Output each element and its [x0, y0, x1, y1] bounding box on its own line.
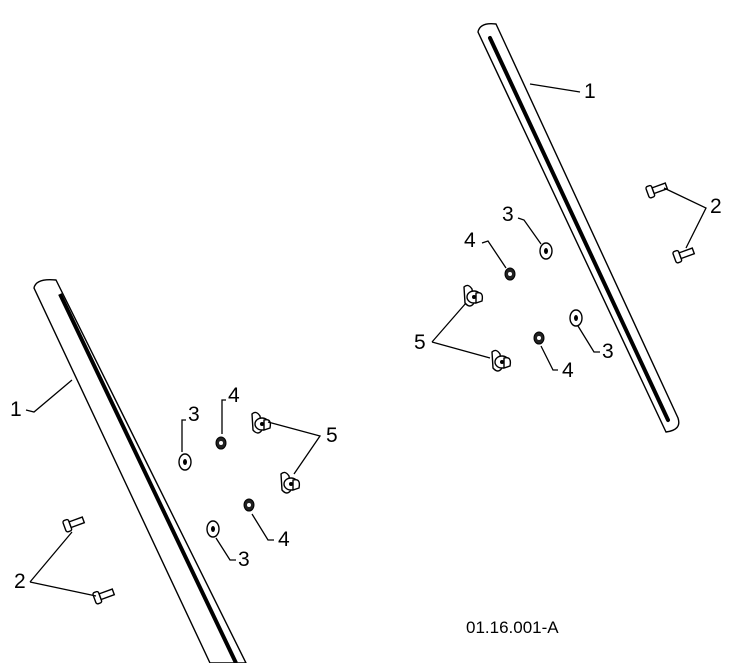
wing-nut: [463, 284, 484, 307]
bolt: [62, 516, 86, 533]
washer: [569, 309, 583, 327]
slotted-rail: [33, 278, 247, 663]
nut: [533, 331, 545, 345]
wing-nut: [251, 411, 272, 434]
callout-label: 2: [710, 195, 722, 218]
callout-label: 5: [414, 331, 426, 354]
wing-nut: [280, 471, 301, 494]
washer: [539, 242, 553, 260]
wing-nut: [491, 349, 512, 372]
bolt: [672, 247, 696, 264]
nut: [243, 498, 255, 512]
washer: [178, 453, 192, 471]
washer: [206, 520, 220, 538]
callout-label: 4: [278, 528, 290, 551]
nut: [504, 267, 516, 281]
nut: [215, 436, 227, 450]
right-assembly: 1 2 3 4 5 4 3: [414, 22, 722, 433]
callout-label: 1: [10, 398, 22, 421]
left-assembly: 1 3 4 5 2 3 4: [10, 278, 338, 663]
callout-label: 1: [584, 80, 596, 103]
callout-label: 4: [562, 359, 574, 382]
bolt: [645, 182, 669, 199]
callout-label: 3: [602, 340, 614, 363]
callout-label: 3: [502, 203, 514, 226]
callout-label: 4: [228, 384, 240, 407]
figure-reference: 01.16.001-A: [466, 618, 559, 637]
callout-label: 3: [188, 403, 200, 426]
callout-label: 3: [238, 548, 250, 571]
callout-label: 4: [464, 229, 476, 252]
slotted-rail: [477, 22, 680, 433]
callout-label: 2: [14, 570, 26, 593]
bolt: [92, 588, 116, 605]
callout-label: 5: [326, 424, 338, 447]
